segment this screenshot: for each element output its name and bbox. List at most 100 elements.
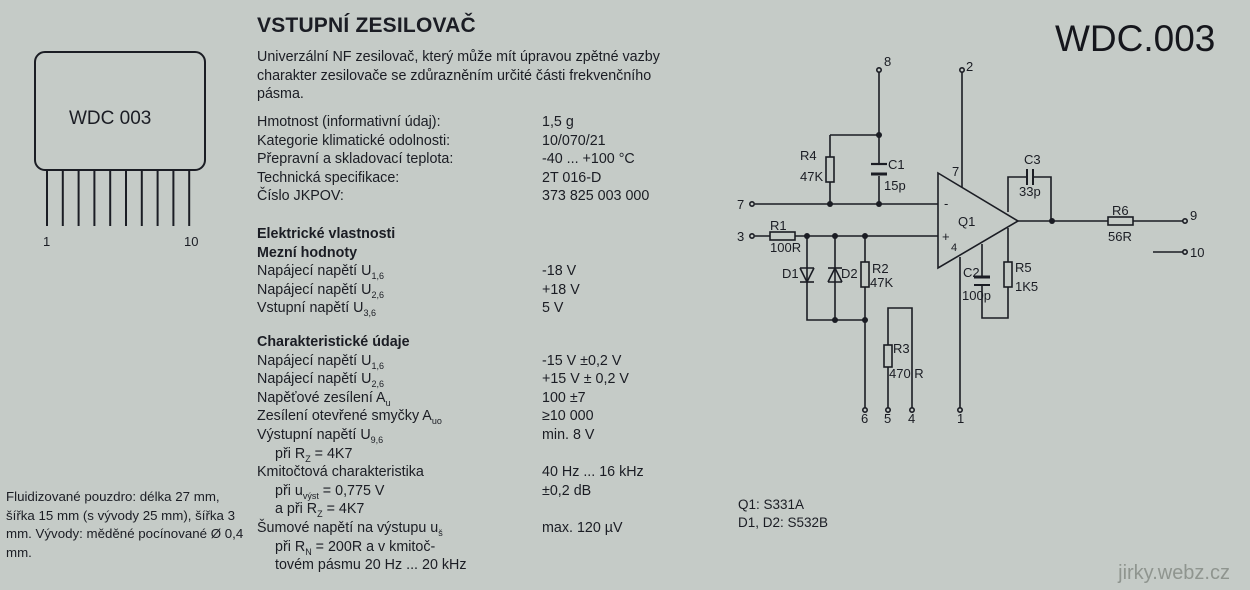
spec-value: -18 V	[542, 263, 577, 280]
spec-value: 40 Hz ... 16 kHz	[542, 464, 644, 481]
r2-resistor	[860, 261, 870, 288]
spec-label-text: při u	[275, 482, 303, 499]
q1-opamp	[937, 171, 1020, 270]
intro-text: Univerzální NF zesilovač, který může mít…	[257, 49, 660, 102]
spec-label: Napájecí napětí U2,6	[257, 282, 384, 300]
spec-label: Technická specifikace:	[257, 170, 399, 186]
spec-label: při RZ = 4K7	[257, 446, 352, 464]
spec-label-subscript: výst	[302, 490, 319, 501]
package-body	[34, 51, 206, 171]
r2-label: R2	[872, 261, 889, 276]
spec-label: Vstupní napětí U3,6	[257, 300, 376, 318]
spec-value: 5 V	[542, 300, 564, 317]
r6-resistor	[1107, 216, 1134, 226]
spec-value: ±0,2 dB	[542, 482, 592, 499]
spec-label-text: Technická specifikace:	[257, 169, 400, 186]
spec-value: max. 120 µV	[542, 520, 623, 536]
r2-value: 47K	[870, 275, 893, 290]
pin-4-label: 4	[908, 411, 915, 426]
spec-label: Charakteristické údaje	[257, 334, 410, 350]
pin-8-label: 8	[884, 54, 891, 69]
r3-label: R3	[893, 341, 910, 356]
spec-label: Elektrické vlastnosti	[257, 226, 396, 242]
package-note: Fluidizované pouzdro: délka 27 mm, šířka…	[6, 489, 244, 560]
r4-resistor	[825, 156, 835, 183]
d1-label: D1	[782, 266, 799, 281]
pin-3-label: 3	[737, 229, 744, 244]
spec-label: Napájecí napětí U1,6	[257, 263, 384, 281]
c1-label: C1	[888, 157, 905, 172]
r5-resistor	[1003, 261, 1013, 288]
r4-value: 47K	[800, 169, 823, 184]
noninverting-input-sign: +	[942, 229, 950, 244]
r1-label: R1	[770, 218, 787, 233]
spec-label-text: Šumové napětí na výstupu u	[257, 520, 439, 536]
spec-label-text: Napájecí napětí U	[257, 352, 372, 369]
spec-label: při RN = 200R a v kmitoč-	[257, 539, 435, 557]
pin-7-label: 7	[737, 197, 744, 212]
r1-value: 100R	[770, 240, 801, 255]
spec-value: 10/070/21	[542, 132, 606, 149]
spec-label-tail: = 4K7	[322, 501, 365, 518]
diode-type: D1, D2: S532B	[738, 515, 829, 530]
spec-label-subscript: 1,6	[371, 271, 384, 282]
c2-label: C2	[963, 265, 980, 280]
r3-value: 470 R	[889, 366, 924, 381]
spec-label-text: a při R	[275, 501, 318, 518]
spec-value: 1,5 g	[542, 114, 574, 130]
page-title: VSTUPNÍ ZESILOVAČ	[257, 14, 476, 37]
spec-label-text: Napájecí napětí U	[257, 263, 372, 280]
r3-resistor	[883, 344, 893, 368]
r5-value: 1K5	[1015, 279, 1038, 294]
spec-label-subscript: 2,6	[371, 379, 384, 390]
d2-label: D2	[841, 266, 858, 281]
spec-label-subscript: Z	[305, 453, 311, 464]
spec-label: při uvýst = 0,775 V	[257, 483, 384, 501]
spec-label-text: Kategorie klimatické odolnosti:	[257, 132, 451, 149]
r4-label: R4	[800, 148, 817, 163]
pin-10-label: 10	[1190, 245, 1204, 260]
pin-2-label: 2	[966, 59, 973, 74]
spec-label: Napájecí napětí U1,6	[257, 353, 384, 371]
spec-label-subscript: uo	[431, 416, 442, 427]
spec-label-subscript: 2,6	[371, 289, 384, 300]
spec-label: Výstupní napětí U9,6	[257, 427, 383, 445]
spec-label-text: při R	[275, 538, 306, 555]
inverting-input-sign: -	[944, 196, 948, 211]
spec-label: Napájecí napětí U2,6	[257, 371, 384, 389]
pin-9-label: 9	[1190, 208, 1197, 223]
package-drawing: WDC 003 1 10	[34, 51, 206, 249]
r6-label: R6	[1112, 203, 1129, 218]
spec-label-text: Výstupní napětí U	[257, 427, 371, 443]
spec-label: Kategorie klimatické odolnosti:	[257, 133, 450, 149]
r5-label: R5	[1015, 260, 1032, 275]
spec-label-text: Napájecí napětí U	[257, 281, 372, 298]
spec-label-subscript: u	[385, 397, 391, 408]
spec-value: ≥10 000	[542, 408, 594, 425]
pin-5-label: 5	[884, 411, 891, 426]
spec-label: Zesílení otevřené smyčky Auo	[257, 408, 442, 426]
spec-label: Napěťové zesílení Au	[257, 390, 391, 408]
spec-label-text: Kmitočtová charakteristika	[257, 464, 424, 481]
pin-1-label: 1	[957, 411, 964, 426]
spec-label-text: Zesílení otevřené smyčky A	[257, 408, 432, 425]
spec-label-text: tovém pásmu 20 Hz ... 20 kHz	[275, 557, 467, 574]
opamp-pin4: 4	[951, 242, 957, 254]
opamp-pin7: 7	[952, 164, 959, 179]
spec-label: Hmotnost (informativní údaj):	[257, 114, 441, 130]
spec-value: min. 8 V	[542, 427, 595, 443]
spec-label-subscript: Z	[317, 509, 323, 520]
spec-value: -15 V ±0,2 V	[542, 352, 622, 369]
spec-label-text: Číslo JKPOV:	[257, 188, 344, 205]
spec-label-tail: = 200R a v kmitoč-	[311, 538, 436, 555]
spec-label-tail: = 4K7	[310, 445, 353, 462]
spec-label-subscript: š	[438, 527, 443, 538]
c2-value: 100p	[962, 288, 991, 303]
spec-label-text: Hmotnost (informativní údaj):	[257, 114, 441, 130]
spec-label-text: Přepravní a skladovací teplota:	[257, 151, 454, 168]
spec-value: +18 V	[542, 281, 580, 298]
spec-label-subscript: 3,6	[363, 308, 377, 319]
spec-label-subscript: N	[305, 546, 312, 557]
spec-label-text: Napěťové zesílení A	[257, 389, 386, 406]
